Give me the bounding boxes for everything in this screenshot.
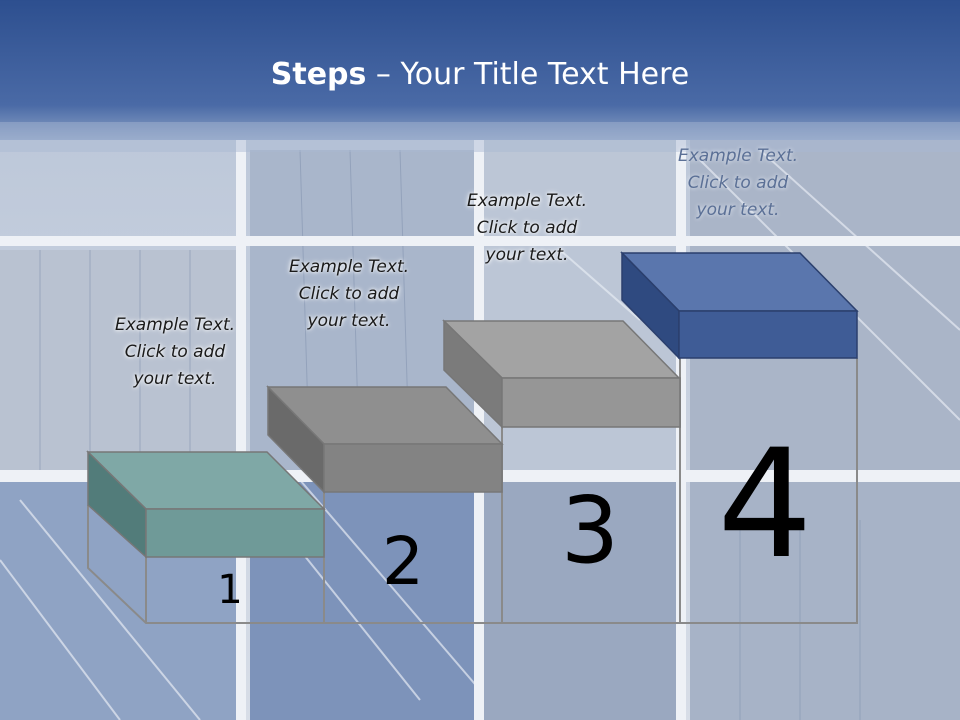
page-title: Steps – Your Title Text Here [0,52,960,98]
step-text-4-line-2: Click to add [687,173,789,193]
step-block-2[interactable] [266,385,504,494]
step-text-2-line-3: your text. [307,311,391,331]
step-text-3[interactable]: Example Text. Click to add your text. [442,188,612,269]
step-text-2[interactable]: Example Text. Click to add your text. [264,254,434,335]
step-text-1-line-2: Click to add [124,342,226,362]
step-text-2-line-1: Example Text. [288,257,410,277]
step-number-4: 4 [717,418,813,592]
step-number-2: 2 [382,523,424,600]
step-text-4[interactable]: Example Text. Click to add your text. [653,143,823,224]
step-text-1-line-3: your text. [133,369,217,389]
step-text-4-line-3: your text. [696,200,780,220]
step-text-1-line-1: Example Text. [114,315,236,335]
step-text-4-line-1: Example Text. [677,146,799,166]
step-text-3-line-3: your text. [485,245,569,265]
step-block-3[interactable] [442,319,681,429]
step-text-3-line-1: Example Text. [466,191,588,211]
title-rest: – Your Title Text Here [366,57,690,92]
step-text-1[interactable]: Example Text. Click to add your text. [90,312,260,393]
step-number-3: 3 [560,477,620,584]
step-number-1: 1 [217,567,243,613]
step-block-1[interactable] [86,450,326,559]
title-bold: Steps [270,57,367,92]
step-block-4[interactable] [620,251,859,360]
step-text-2-line-2: Click to add [298,284,400,304]
step-text-3-line-2: Click to add [476,218,578,238]
